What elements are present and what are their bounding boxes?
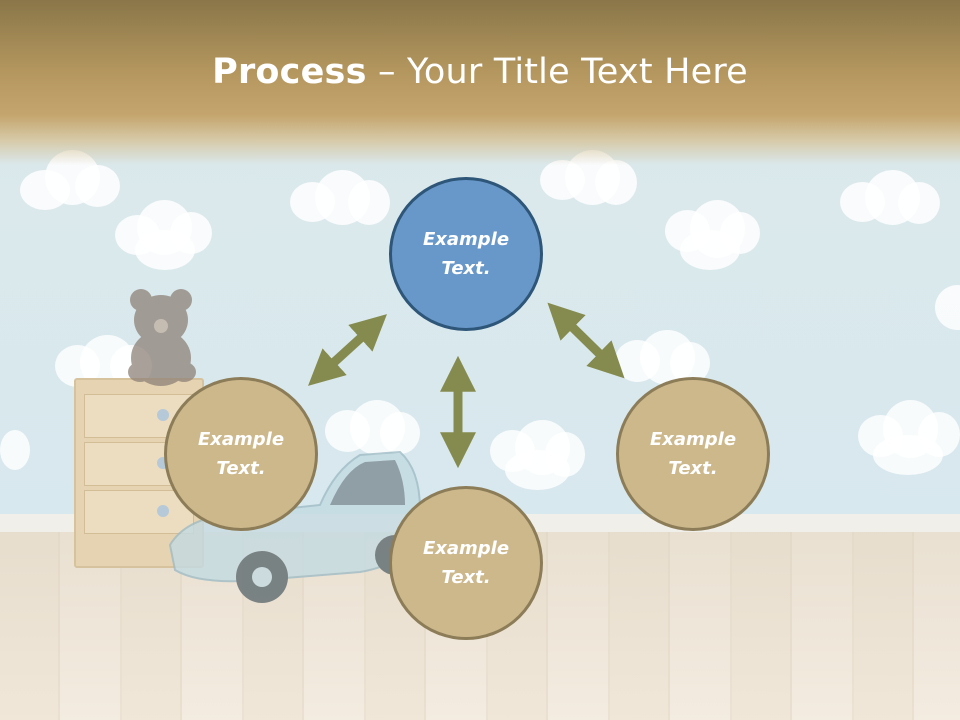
node-bottom-line2: Text. [441,567,491,588]
slide-title: Process – Your Title Text Here [0,52,960,92]
arrow-top-right [547,302,625,379]
node-left-line1: Example [197,429,285,450]
arrow-top-left [308,314,387,386]
toy-car-icon [168,450,421,603]
teddy-bear-icon [128,289,196,386]
node-top-line2: Text. [441,258,491,279]
node-right-line2: Text. [668,458,718,479]
node-bottom-line1: Example [422,538,510,559]
node-top-line1: Example [422,229,510,250]
node-left-line2: Text. [216,458,266,479]
slide-title-rest: – Your Title Text Here [366,52,748,92]
knob-icon [157,409,169,421]
slide-title-bold: Process [212,52,367,92]
title-band [0,0,960,165]
knob-icon [157,505,169,517]
node-right-line1: Example [649,429,737,450]
